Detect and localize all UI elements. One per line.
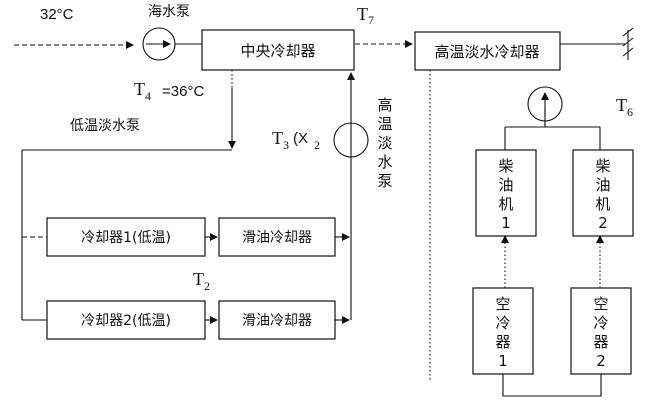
ht-pump-char2: 温 (377, 115, 392, 133)
diesel2-box (572, 149, 634, 237)
t4-label: T (134, 79, 145, 99)
diesel2-char3: 机 (595, 195, 610, 213)
cooler2-box (46, 300, 206, 340)
aircool1-char3: 器 (495, 333, 510, 351)
aircool2-box (570, 287, 632, 375)
t6-label: T (616, 95, 627, 115)
cooler1-box (46, 217, 206, 257)
aircool1-char1: 空 (495, 295, 510, 313)
ht-circulation-pump-icon (527, 86, 563, 122)
lube-cooler2-box (218, 300, 336, 340)
t3-label: T (272, 128, 283, 148)
ht-pump-char3: 淡 (377, 134, 392, 152)
ht-cooler-label: 高温淡水冷却器 (434, 43, 539, 61)
seawater-pump-icon (142, 27, 176, 61)
ht-pump-icon (333, 122, 369, 158)
t2-label: T (193, 269, 204, 289)
lt-pump-label: 低温淡水泵 (70, 118, 140, 134)
t7-label: T (357, 4, 368, 24)
diesel2-char1: 柴 (595, 157, 610, 175)
aircool-bottom-loop (502, 374, 602, 397)
lube-cooler1-label: 滑油冷却器 (242, 229, 312, 246)
lube-cooler2-label: 滑油冷却器 (242, 312, 312, 329)
diesel1-char1: 柴 (498, 157, 513, 175)
aircool2-char4: 2 (596, 352, 606, 370)
outlet-break-icon (622, 27, 634, 60)
x2-label: (X (293, 130, 308, 147)
t3-subscript: 3 (283, 138, 289, 152)
central-cooler-label: 中央冷却器 (240, 42, 315, 60)
diesel1-box (475, 149, 537, 237)
lube-cooler1-box (218, 217, 336, 257)
t7-subscript: 7 (368, 13, 374, 27)
t4-subscript: 4 (145, 89, 151, 103)
cooler1-label: 冷却器1(低温) (81, 230, 171, 246)
t6-subscript: 6 (627, 105, 633, 119)
cooler2-label: 冷却器2(低温) (81, 313, 171, 329)
aircool1-char2: 冷 (495, 314, 510, 332)
aircool2-char1: 空 (593, 295, 608, 313)
aircool2-char2: 冷 (593, 314, 608, 332)
ht-pump-char4: 水 (377, 153, 392, 171)
aircool2-char3: 器 (593, 333, 608, 351)
ht-pump-char1: 高 (377, 96, 392, 114)
diesel1-char3: 机 (498, 195, 513, 213)
diesel2-char2: 油 (595, 176, 610, 194)
central-cooler-box (201, 29, 355, 71)
aircool1-char4: 1 (498, 352, 508, 370)
t2-subscript: 2 (204, 279, 210, 293)
diesel1-char4: 1 (501, 214, 511, 232)
seawater-pump-label: 海水泵 (148, 4, 190, 20)
inlet-temp-label: 32°C (40, 6, 74, 23)
ht-cooler-box (414, 31, 561, 71)
x2-subscript: 2 (314, 138, 320, 152)
diesel1-char2: 油 (498, 176, 513, 194)
t4-value: =36°C (162, 83, 204, 100)
aircool1-box (472, 287, 534, 375)
diesel2-char4: 2 (598, 214, 608, 232)
ht-pump-char5: 泵 (377, 172, 392, 190)
